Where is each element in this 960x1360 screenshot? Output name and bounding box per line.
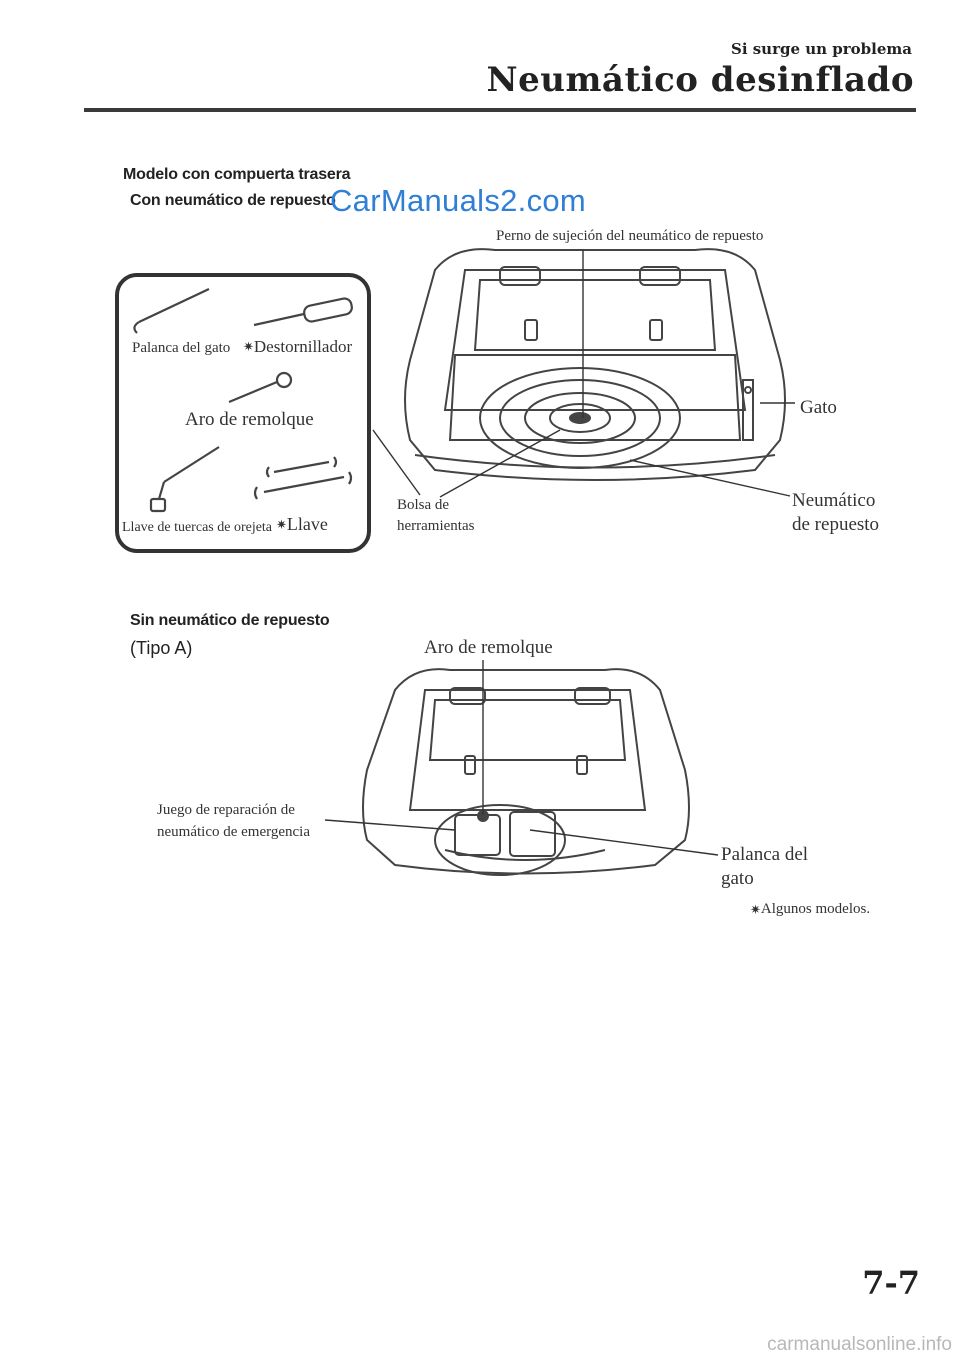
page-number: 7-7 <box>862 1264 920 1302</box>
optional-mark-icon: ✷ <box>750 902 761 917</box>
label-jack-lever-2-line1: Palanca del <box>721 843 808 867</box>
site-watermark: carmanualsonline.info <box>767 1334 952 1356</box>
label-jack-lever-2-line2: gato <box>721 867 754 891</box>
note-some-models: ✷Algunos modelos. <box>750 899 870 920</box>
label-repair-kit-line1: Juego de reparación de <box>157 800 295 821</box>
label-tow-ring-2: Aro de remolque <box>424 636 553 660</box>
label-repair-kit-line2: neumático de emergencia <box>157 822 310 843</box>
